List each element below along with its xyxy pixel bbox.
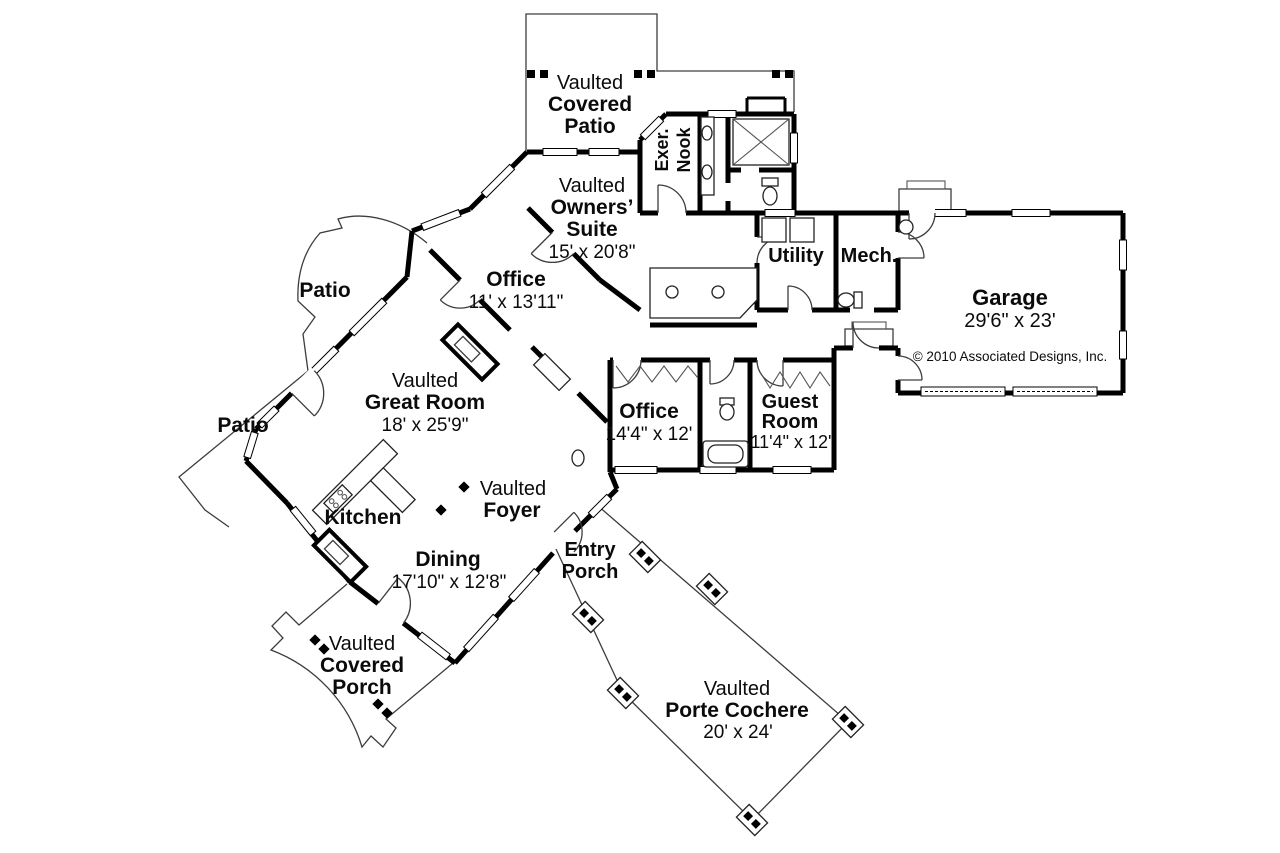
toilet	[719, 403, 735, 421]
sink	[665, 285, 679, 299]
toilet-tank	[853, 291, 863, 309]
labels: Vaulted Covered Patio Exer. Nook Vaulted…	[217, 72, 1107, 743]
label-covered-patio-vaulted: Vaulted	[557, 72, 623, 94]
vault-markers	[309, 70, 793, 719]
label-office-upper-dims: 11' x 13'11"	[469, 292, 564, 313]
chimney-bump	[745, 96, 787, 114]
label-covered-porch-vaulted: Vaulted	[329, 633, 395, 655]
garage-stoop-outline	[898, 188, 952, 212]
dryer	[789, 217, 815, 243]
label-covered-patio-name2: Patio	[564, 115, 615, 138]
label-covered-porch-2: Porch	[332, 676, 392, 699]
label-entry-porch-1: Entry	[564, 539, 616, 561]
utility-sink	[898, 219, 914, 235]
label-great-room-dims: 18' x 25'9"	[382, 415, 469, 436]
label-great-room: Great Room	[365, 391, 485, 414]
label-owners-suite-dims: 15' x 20'8"	[549, 242, 636, 263]
label-utility: Utility	[768, 245, 824, 267]
kitchen-island	[311, 438, 417, 526]
covered-patio-outline	[525, 13, 795, 152]
label-office-upper: Office	[486, 268, 546, 291]
label-kitchen: Kitchen	[324, 506, 401, 529]
sink	[701, 164, 713, 180]
label-entry-porch-2: Porch	[562, 561, 619, 583]
copyright-text: © 2010 Associated Designs, Inc.	[913, 349, 1108, 364]
label-exer-nook: Exer. Nook	[652, 127, 694, 173]
sink	[701, 125, 713, 141]
walls	[243, 96, 1126, 665]
closet-rod	[615, 365, 699, 383]
fixtures	[311, 116, 914, 526]
toilet	[837, 292, 855, 308]
label-dining-dims: 17'10" x 12'8"	[392, 572, 507, 593]
patio-outline	[178, 215, 428, 528]
label-great-room-vaulted: Vaulted	[392, 370, 458, 392]
stoop-outline	[844, 328, 894, 347]
great-room-fireplace	[439, 321, 501, 383]
svg-text:Exer.: Exer.	[652, 128, 672, 171]
label-mech: Mech.	[841, 245, 898, 267]
label-covered-patio-name1: Covered	[548, 93, 632, 116]
label-porte-cochere: Porte Cochere	[665, 699, 809, 722]
porch-posts	[571, 540, 865, 837]
label-guest-room-1: Guest	[762, 391, 819, 413]
label-owners-suite-name2: Suite	[566, 218, 617, 241]
windows	[243, 110, 1127, 661]
label-garage-dims: 29'6" x 23'	[964, 310, 1055, 332]
toilet-tank	[761, 177, 779, 187]
covered-porch-outline	[269, 583, 454, 749]
label-guest-room-dims: 11'4" x 12'	[751, 432, 832, 452]
sink	[711, 285, 725, 299]
label-owners-suite-name1: Owners’	[551, 196, 634, 219]
label-patio-lower: Patio	[217, 414, 268, 437]
label-owners-suite-vaulted: Vaulted	[559, 175, 625, 197]
stove	[322, 483, 354, 515]
label-office-lower-dims: 14'4" x 12'	[606, 424, 693, 445]
label-garage: Garage	[972, 285, 1048, 310]
washer	[761, 217, 787, 243]
label-dining: Dining	[415, 548, 480, 571]
label-patio-upper: Patio	[299, 279, 350, 302]
label-office-lower: Office	[619, 400, 679, 423]
closet-rod	[759, 370, 831, 390]
label-covered-porch-1: Covered	[320, 654, 404, 677]
label-guest-room-2: Room	[762, 411, 819, 433]
label-foyer-vaulted: Vaulted	[480, 478, 546, 500]
label-porte-cochere-vaulted: Vaulted	[704, 678, 770, 700]
label-foyer: Foyer	[483, 499, 540, 522]
kitchen-fireplace	[311, 527, 369, 585]
toilet	[571, 449, 585, 467]
owners-vanity	[649, 267, 758, 319]
toilet	[762, 186, 778, 206]
label-porte-cochere-dims: 20' x 24'	[703, 722, 773, 743]
svg-text:Nook: Nook	[674, 127, 694, 173]
